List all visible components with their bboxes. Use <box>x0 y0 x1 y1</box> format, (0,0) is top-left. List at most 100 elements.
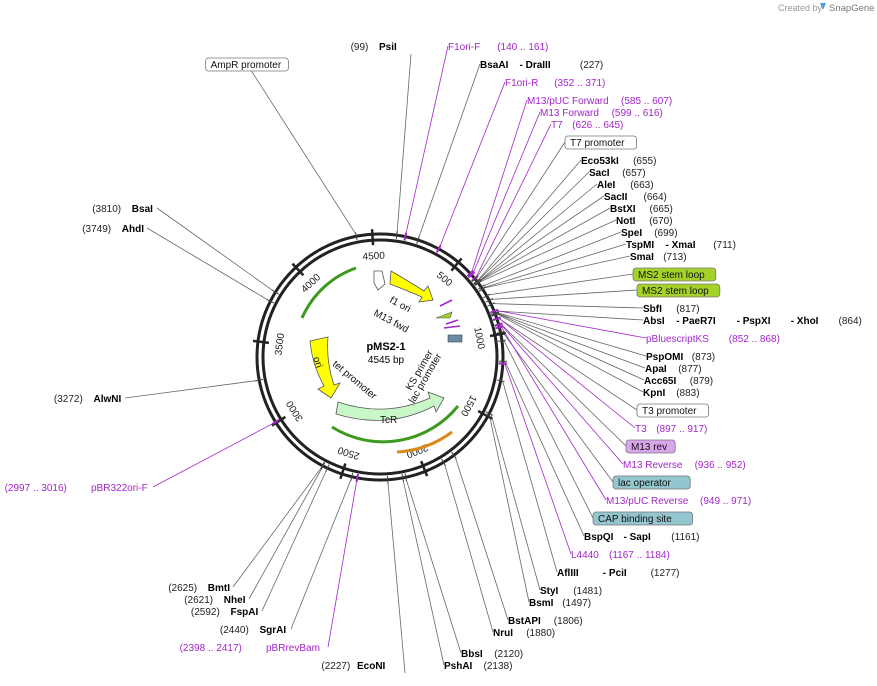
site-mark <box>491 312 500 317</box>
leader-line <box>479 219 617 283</box>
leader-line <box>476 141 566 279</box>
feature-box-bg <box>564 135 637 150</box>
leader-line <box>475 123 552 278</box>
feature-box-bg <box>612 475 691 490</box>
ring-tick-4500 <box>370 229 375 246</box>
primer-range: (1167 .. 1184) <box>609 550 670 561</box>
primer-range: (140 .. 161) <box>497 42 548 53</box>
ring-tick-2500 <box>339 463 347 480</box>
leader-line <box>493 303 644 309</box>
annotation-site: BsmI (1497) <box>529 598 591 609</box>
enzyme-label: - XmaI <box>666 240 696 251</box>
enzyme-position: (1880) <box>526 628 555 639</box>
annotation-site: ApaI(877) <box>645 364 702 375</box>
enzyme-label: BsmI <box>529 598 554 609</box>
ring-tick-2000 <box>420 460 429 477</box>
annotation-site: BmtI(2625) <box>168 583 230 594</box>
enzyme-label: BspQI <box>584 532 614 543</box>
enzyme-label: PsiI <box>379 42 397 53</box>
leader-line <box>504 363 572 555</box>
site-mark <box>416 236 420 244</box>
enzyme-label: FspAI <box>231 607 259 618</box>
leader-line <box>483 243 627 289</box>
feature-tcr-arrow <box>335 391 445 421</box>
enzyme-label: BsaI <box>132 204 153 215</box>
leader-line <box>496 312 647 357</box>
enzyme-position: (2138) <box>484 661 513 672</box>
plasmid-length: 4545 bp <box>368 355 405 366</box>
enzyme-position: (227) <box>580 60 603 71</box>
annotation-feature-box: CAP binding site <box>592 511 693 526</box>
leader-line <box>124 380 258 399</box>
site-mark <box>466 269 474 277</box>
annotation-site: Acc65I(879) <box>644 376 713 387</box>
enzyme-position: (711) <box>713 240 736 251</box>
enzyme-label: PshAI <box>444 661 473 672</box>
annotation-feature-box: lac operator <box>612 475 691 490</box>
primer-label: pBR322ori-F <box>91 483 148 494</box>
leader-line <box>500 326 607 501</box>
enzyme-label: BmtI <box>208 583 230 594</box>
plasmid-backbone <box>255 232 505 482</box>
annotation-site: Eco53kI(655) <box>581 156 656 167</box>
annotation-site: TspMI- XmaI(711) <box>626 240 736 251</box>
annotation-site: BsaI(3810) <box>92 204 153 215</box>
leader-line <box>290 478 352 630</box>
site-mark <box>386 475 389 484</box>
site-mark <box>496 331 505 334</box>
enzyme-position: (817) <box>676 304 699 315</box>
primer-range: (949 .. 971) <box>700 496 751 507</box>
leader-line <box>232 467 322 588</box>
leader-line <box>444 463 494 633</box>
primer-range: (2997 .. 3016) <box>5 483 67 494</box>
enzyme-position: (670) <box>649 216 672 227</box>
enzyme-label: EcoNI <box>357 661 386 672</box>
annotation-site: NotI(670) <box>616 216 673 227</box>
leader-line <box>490 414 541 591</box>
site-mark <box>320 461 325 470</box>
annotation-primer: M13/pUC Forward(585 .. 607) <box>527 96 672 107</box>
annotation-site: AbsI- PaeR7I- PspXI- XhoI(864) <box>643 316 862 327</box>
ring-tick-label: 4500 <box>362 250 385 262</box>
primer-label: T7 <box>551 120 563 131</box>
annotation-site: FspAI(2592) <box>191 607 259 618</box>
enzyme-position: (663) <box>630 180 653 191</box>
enzyme-label: ApaI <box>645 364 667 375</box>
enzyme-position: (3272) <box>54 394 83 405</box>
primer-label: M13/pUC Reverse <box>606 496 689 507</box>
annotation-site: SacI(657) <box>589 168 646 179</box>
annotation-site: AleI(663) <box>597 180 654 191</box>
annotation-site: StyI(1481) <box>540 586 602 597</box>
leader-line <box>402 479 445 666</box>
annotation-primer: (2398 .. 2417)pBRrevBam <box>180 643 320 654</box>
enzyme-position: (1277) <box>651 568 680 579</box>
site-mark <box>490 308 499 314</box>
enzyme-position: (664) <box>644 192 667 203</box>
site-mark <box>485 411 494 416</box>
enzyme-position: (1497) <box>562 598 591 609</box>
enzyme-label: Acc65I <box>644 376 676 387</box>
primer-range: (897 .. 917) <box>656 424 707 435</box>
annotation-site: KpnI(883) <box>643 388 700 399</box>
feature-box-bg <box>632 267 717 282</box>
enzyme-label: AhdI <box>122 224 144 235</box>
feature-ori-arrow <box>309 336 341 399</box>
leader-line <box>152 422 275 488</box>
annotation-site: AhdI(3749) <box>82 224 144 235</box>
leader-line <box>478 171 590 281</box>
site-mark <box>355 473 359 482</box>
feature-box-label: T7 promoter <box>570 138 625 149</box>
site-mark <box>325 464 330 473</box>
enzyme-label: NheI <box>224 595 246 606</box>
leader-lines <box>124 45 647 674</box>
annotation-site: BspQI- SapI(1161) <box>584 532 699 543</box>
primer-range: (852 .. 868) <box>729 334 780 345</box>
leader-line <box>387 481 406 674</box>
annotation-site: NruI(1880) <box>493 628 555 639</box>
enzyme-label: SgrAI <box>260 625 287 636</box>
leader-line <box>495 310 647 339</box>
annotation-primer: L4440(1167 .. 1184) <box>571 550 670 561</box>
enzyme-label: BstXI <box>610 204 636 215</box>
leader-line <box>418 63 481 239</box>
enzyme-position: (2621) <box>184 595 213 606</box>
